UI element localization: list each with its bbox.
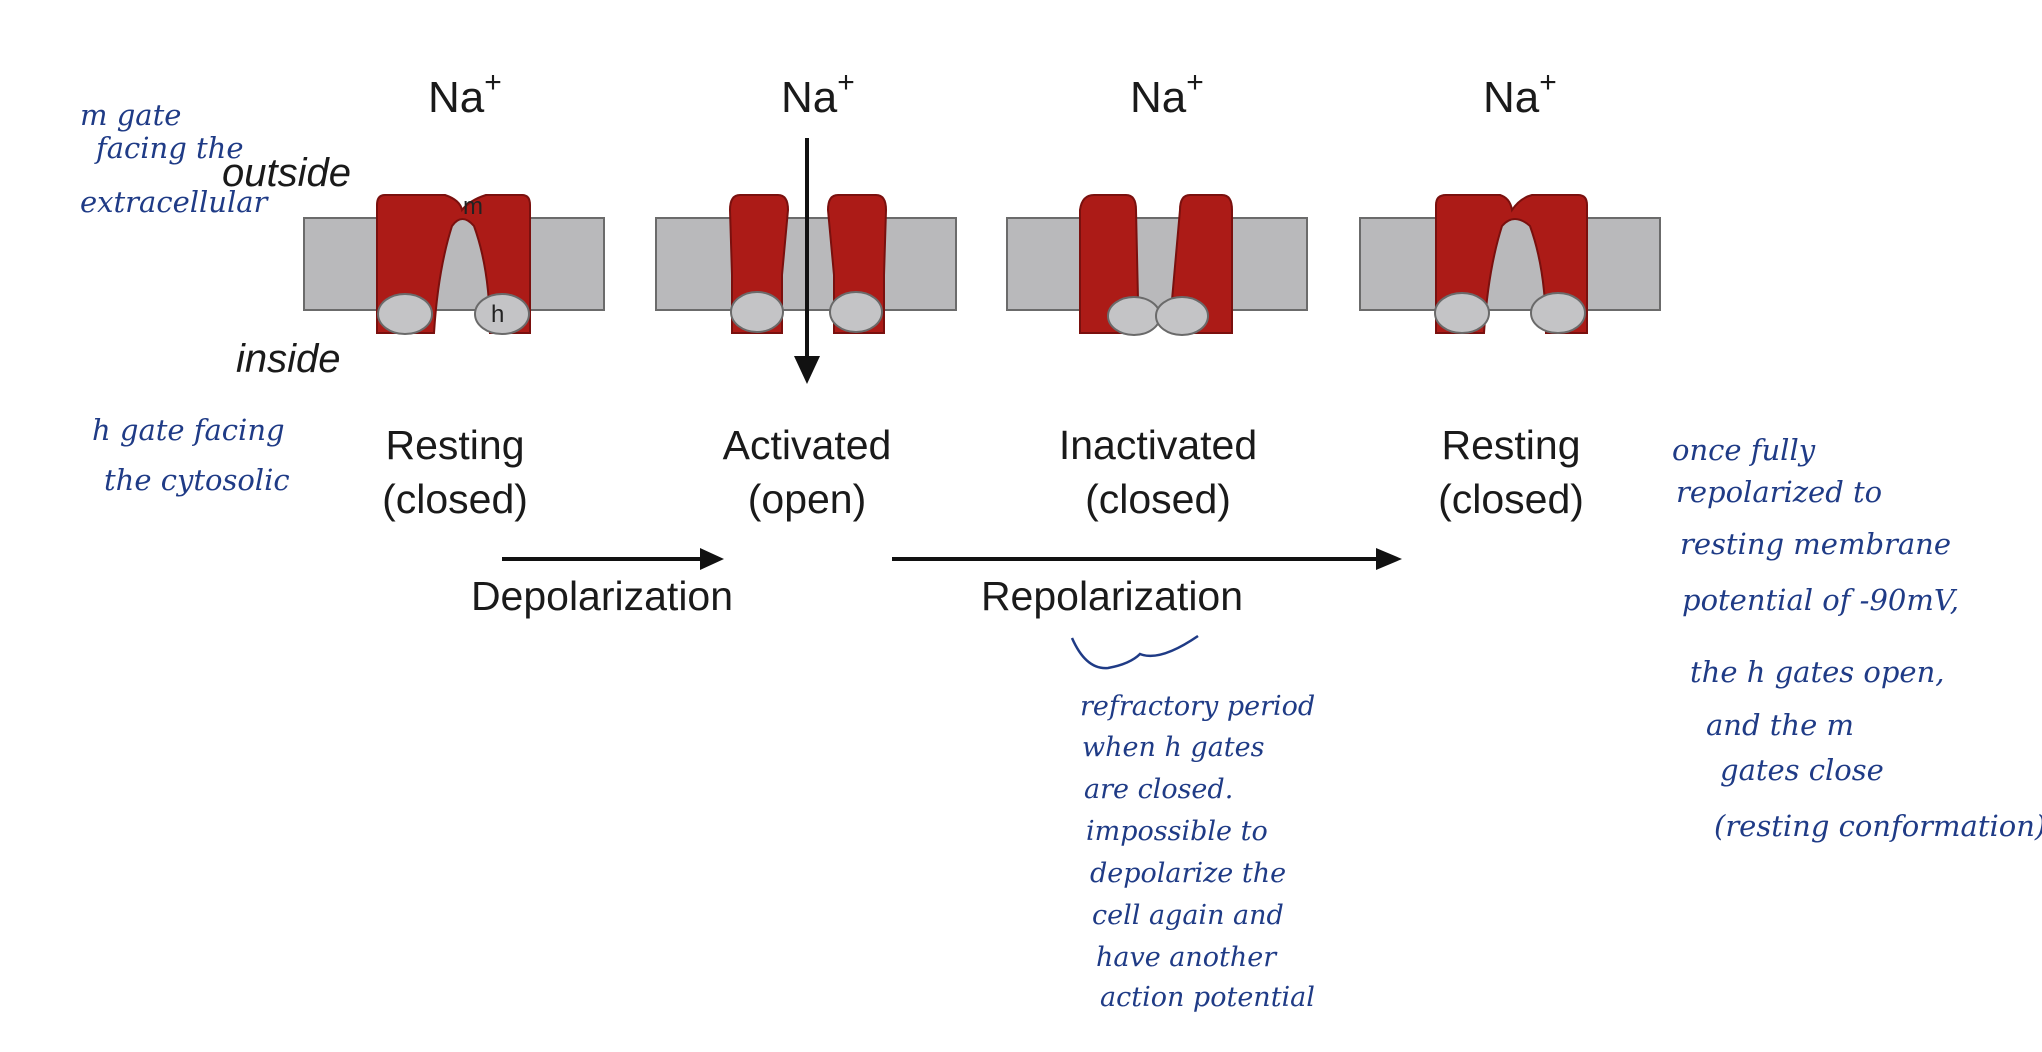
svg-text:action potential: action potential [1100, 982, 1315, 1013]
svg-text:and the m: and the m [1706, 708, 1854, 742]
svg-text:impossible to: impossible to [1086, 816, 1268, 847]
channel-activated [655, 138, 957, 384]
h-gate [1434, 292, 1490, 334]
repolarization-arrowhead [1376, 548, 1402, 570]
svg-text:depolarize the: depolarize the [1090, 858, 1286, 889]
h-gate [1155, 296, 1209, 336]
svg-text:cell again and: cell again and [1092, 900, 1284, 931]
repolarization-label: Repolarization [981, 573, 1243, 619]
svg-text:repolarized to: repolarized to [1676, 475, 1882, 509]
svg-text:refractory period: refractory period [1080, 691, 1315, 722]
h-gate [1107, 296, 1161, 336]
svg-text:the h gates open,: the h gates open, [1690, 655, 1944, 689]
m-gate-label: m [463, 193, 483, 220]
svg-text:the cytosolic: the cytosolic [104, 463, 290, 497]
svg-text:m gate: m gate [80, 98, 181, 132]
brace-mark [1070, 634, 1199, 670]
outside-label: outside [222, 151, 351, 195]
ion-label-3: Na+ [1130, 66, 1204, 122]
annotation-refractory: refractory period when h gates are close… [1080, 691, 1315, 1013]
state-label-1-line1: Resting [385, 422, 524, 468]
svg-text:h gate facing: h gate facing [92, 413, 285, 447]
svg-text:potential of -90mV,: potential of -90mV, [1682, 583, 1959, 617]
ion-label-1: Na+ [428, 66, 502, 122]
svg-text:resting membrane: resting membrane [1680, 527, 1951, 561]
ion-label-2: Na+ [781, 66, 855, 122]
ion-label-4: Na+ [1483, 66, 1557, 122]
svg-text:gates close: gates close [1720, 753, 1884, 787]
state-label-4-line2: (closed) [1438, 476, 1584, 522]
membrane-segment [1359, 217, 1661, 311]
svg-text:(resting conformation): (resting conformation) [1714, 809, 2042, 843]
state-label-1-line2: (closed) [382, 476, 528, 522]
h-gate [1530, 292, 1586, 334]
membrane-segment [303, 217, 605, 311]
state-label-3-line2: (closed) [1085, 476, 1231, 522]
depolarization-arrowhead [700, 548, 724, 570]
h-gate [829, 291, 883, 333]
membrane-segment [1006, 217, 1308, 311]
state-label-2-line1: Activated [723, 422, 892, 468]
ion-flow-arrowhead [794, 356, 820, 384]
h-gate [474, 293, 530, 335]
h-gate-label: h [491, 301, 504, 328]
h-gate [730, 291, 784, 333]
channel-resting-1: m h [303, 193, 605, 335]
annotation-m-gate: m gate facing the extracellular [80, 98, 270, 219]
annotation-h-gate: h gate facing the cytosolic [92, 413, 290, 497]
state-label-4-line1: Resting [1441, 422, 1580, 468]
state-label-3-line1: Inactivated [1059, 422, 1257, 468]
depolarization-label: Depolarization [471, 573, 733, 619]
h-gate [377, 293, 433, 335]
annotation-repolarized: once fully repolarized to resting membra… [1672, 433, 2042, 843]
channel-inactivated [1006, 194, 1308, 336]
svg-text:have another: have another [1096, 942, 1278, 973]
svg-text:are closed.: are closed. [1084, 774, 1233, 805]
state-label-2-line2: (open) [748, 476, 867, 522]
inside-label: inside [236, 337, 341, 381]
svg-text:facing the: facing the [94, 131, 244, 165]
channel-resting-2 [1359, 194, 1661, 334]
svg-text:extracellular: extracellular [80, 185, 270, 219]
svg-text:when h gates: when h gates [1082, 732, 1265, 763]
svg-text:once fully: once fully [1672, 433, 1816, 467]
